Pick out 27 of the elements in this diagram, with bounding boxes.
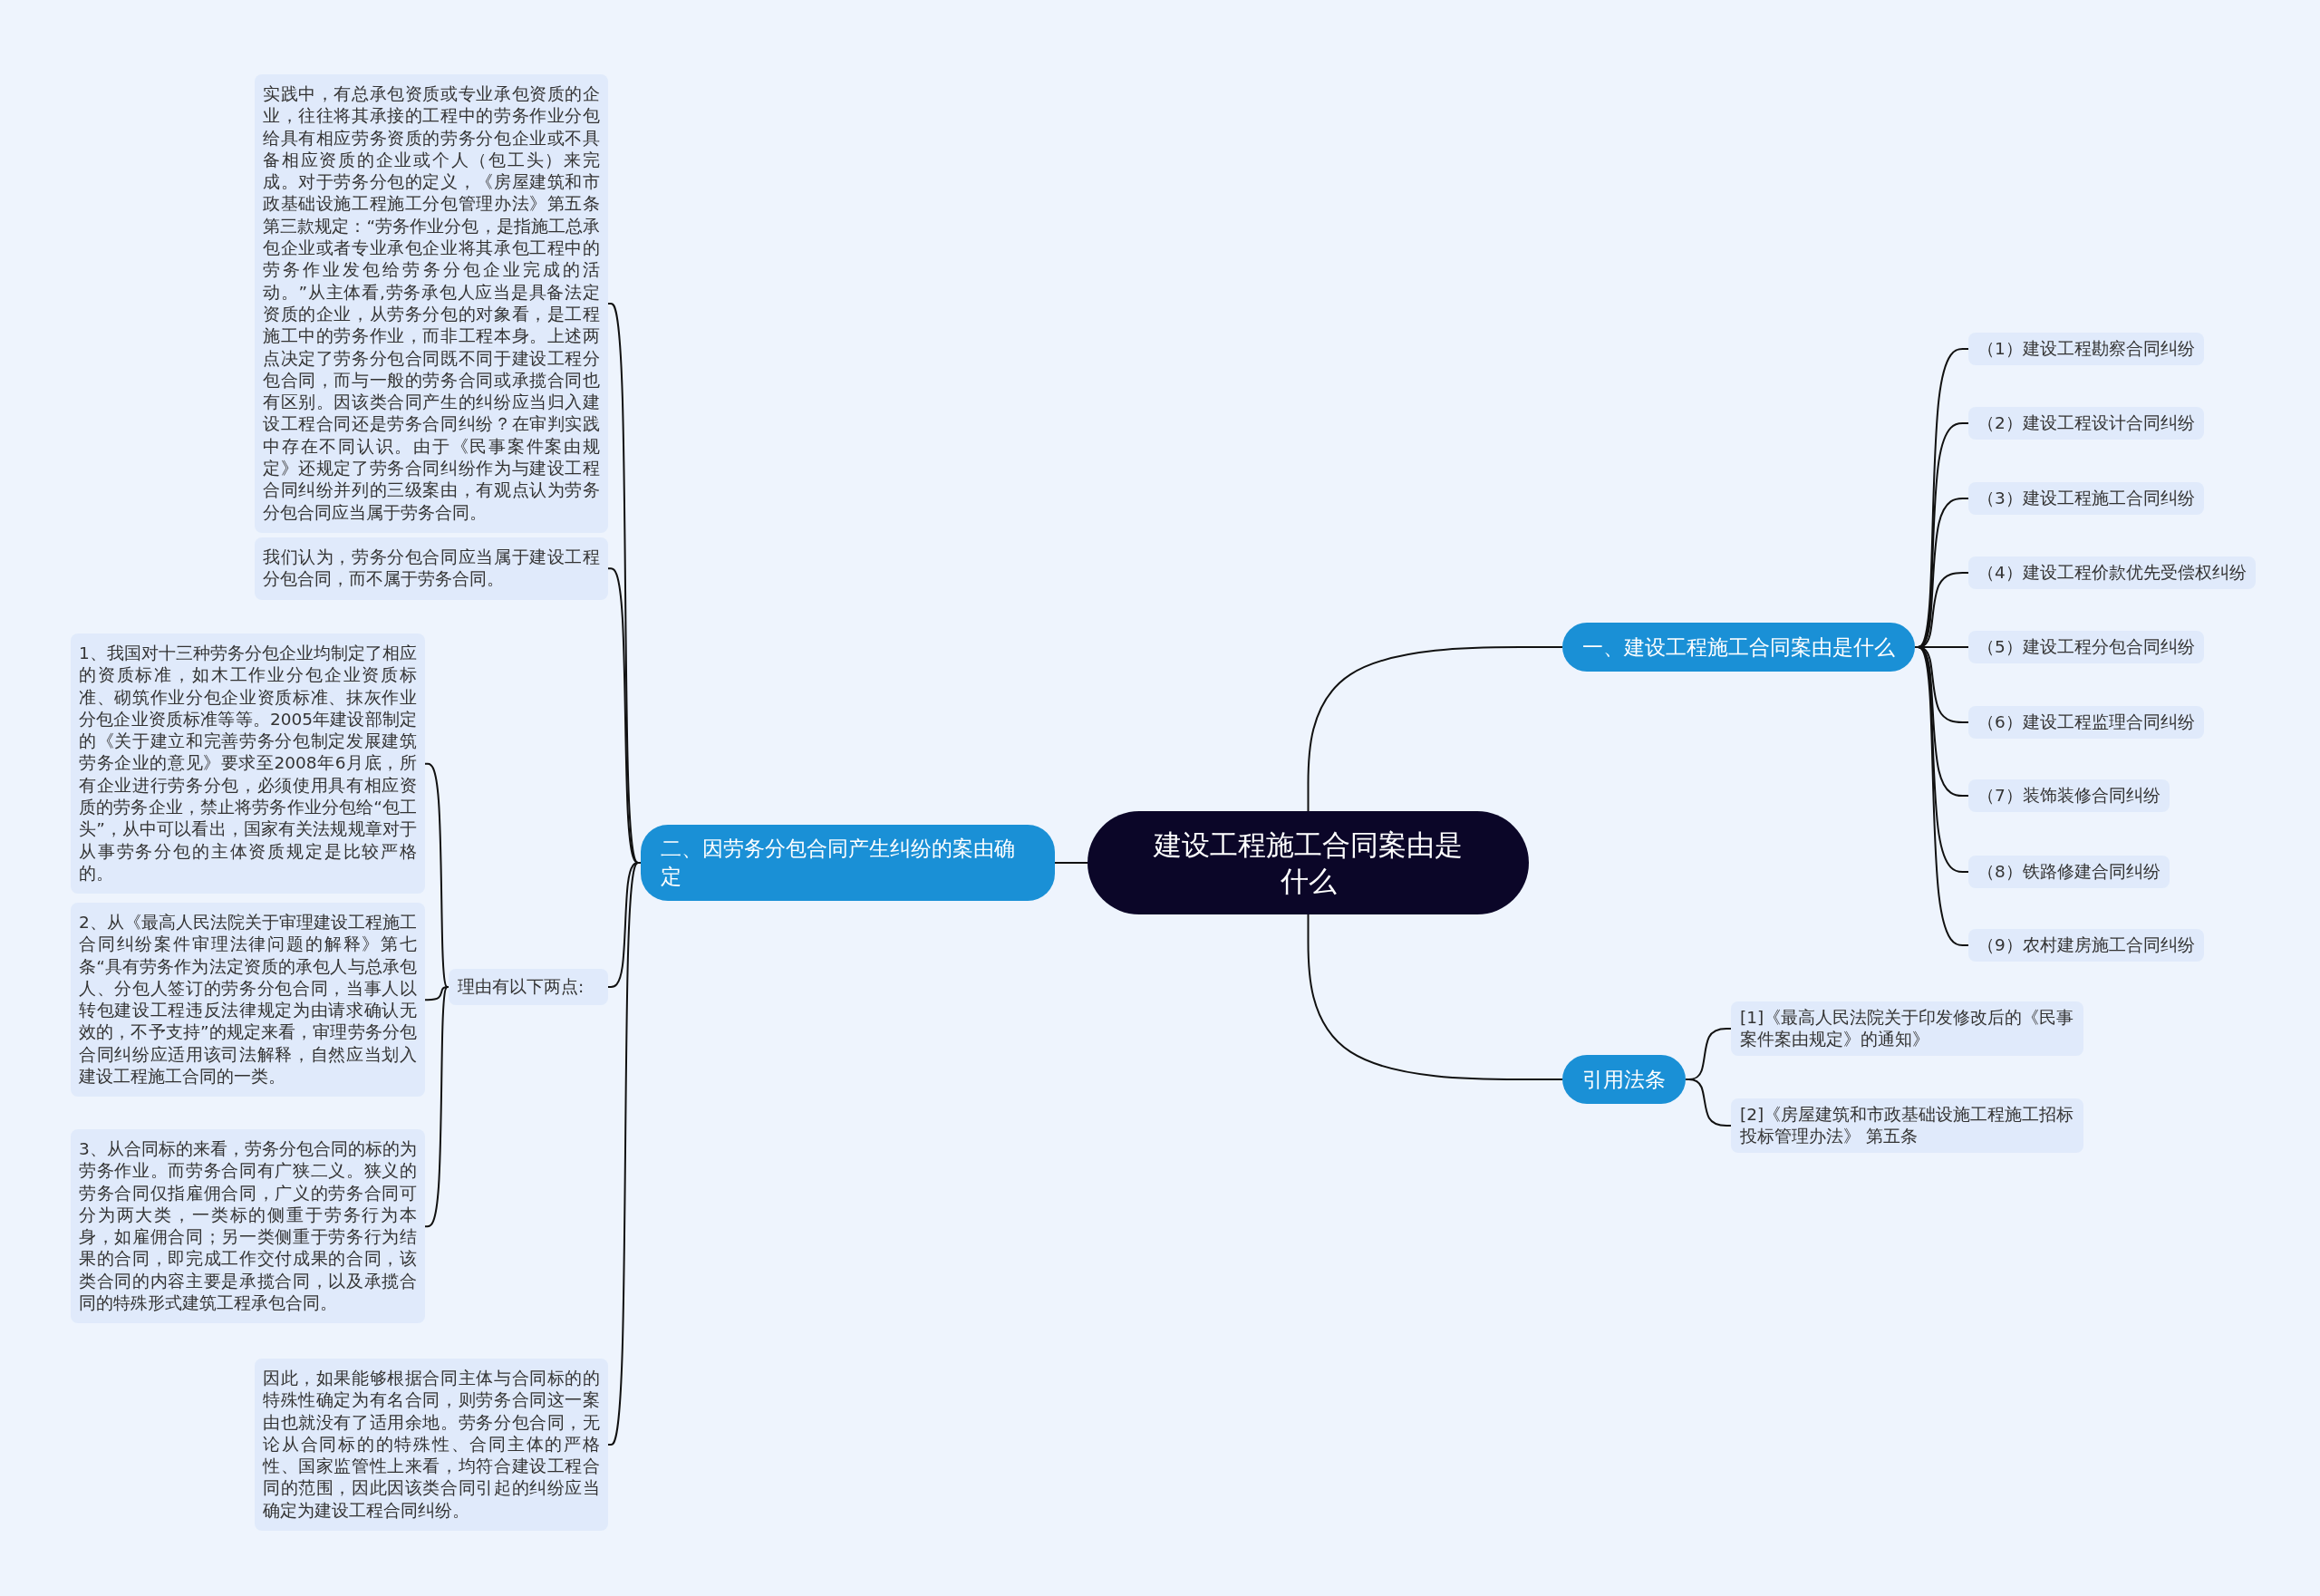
- branch-topic: 一、建设工程施工合同案由是什么: [1562, 623, 1915, 672]
- subtopic: [2]《房屋建筑和市政基础设施工程施工招标投标管理办法》 第五条: [1731, 1098, 2083, 1153]
- subtopic: （2）建设工程设计合同纠纷: [1968, 407, 2204, 440]
- subtopic: 理由有以下两点:: [449, 969, 608, 1005]
- subtopic: （6）建设工程监理合同纠纷: [1968, 706, 2204, 739]
- subtopic: （8）铁路修建合同纠纷: [1968, 856, 2170, 888]
- connector-line: [1307, 914, 1563, 1080]
- branch-topic: 引用法条: [1562, 1055, 1686, 1104]
- subtopic: （5）建设工程分包合同纠纷: [1968, 631, 2204, 663]
- subtopic: （3）建设工程施工合同纠纷: [1968, 482, 2204, 515]
- subtopic: （1）建设工程勘察合同纠纷: [1968, 333, 2204, 365]
- subtopic: （4）建设工程价款优先受偿权纠纷: [1968, 556, 2256, 589]
- branch-topic: 二、因劳务分包合同产生纠纷的案由确定: [641, 825, 1055, 901]
- note-card: 3、从合同标的来看，劳务分包合同的标的为劳务作业。而劳务合同有广狭二义。狭义的劳务合同仅指雇佣合同，广义的劳务合同可分为两大类，一类标的侧重于劳务行为本身，如雇佣合同；另一类侧重于劳务行为结果的合同，即完成工作交付成果的合同，该类合同的内容主要是承揽合同，以及承揽合同的特殊形式建筑工程承包合同。: [71, 1129, 425, 1324]
- note-card: 实践中，有总承包资质或专业承包资质的企业，往往将其承接的工程中的劳务作业分包给具有相应劳务资质的劳务分包企业或不具备相应资质的企业或个人（包工头）来完成。对于劳务分包的定义，《房屋建筑和市政基础设施工程施工分包管理办法》第五条第三款规定：“劳务作业分包，是指施工总承包企业或者专业承包企业将其承包工程中的劳务作业发包给劳务分包企业完成的活动。”从主体看,劳务承包人应当是具备法定资质的企业，从劳务分包的对象看，是工程施工中的劳务作业，而非工程本身。上述两点决定了劳务分包合同既不同于建设工程分包合同，而与一般的劳务合同或承揽合同也有区别。因该类合同产生的纠纷应当归入建设工程合同还是劳务合同纠纷？在审判实践中存在不同认识。由于《民事案件案由规定》还规定了劳务合同纠纷作为与建设工程合同纠纷并列的三级案由，有观点认为劳务分包合同应当属于劳务合同。: [255, 74, 608, 533]
- note-card: 1、我国对十三种劳务分包企业均制定了相应的资质标准，如木工作业分包企业资质标准、砌筑作业分包企业资质标准、抹灰作业分包企业资质标准等等。2005年建设部制定的《关于建立和完善劳务分包制定发展建筑劳务企业的意见》要求至2008年6月底，所有企业进行劳务分包，必须使用具有相应资质的劳务企业，禁止将劳务作业分包给“包工头”，从中可以看出，国家有关法规规章对于从事劳务分包的主体资质规定是比较严格的。: [71, 634, 425, 895]
- connector-line: [424, 986, 450, 1228]
- note-card: 2、从《最高人民法院关于审理建设工程施工合同纠纷案件审理法律问题的解释》第七条“具有劳务作为法定资质的承包人与总承包人、分包人签订的劳务分包合同，当事人以转包建设工程违反法律规定为由请求确认无效的，不予支持”的规定来看，审理劳务分包合同纠纷应适用该司法解释，自然应当划入建设工程施工合同的一类。: [71, 903, 425, 1098]
- connector-line: [1307, 646, 1563, 812]
- connector-line: [1054, 862, 1088, 864]
- connector-line: [424, 762, 450, 988]
- note-card: 我们认为，劳务分包合同应当属于建设工程分包合同，而不属于劳务合同。: [255, 537, 608, 600]
- note-card: 因此，如果能够根据合同主体与合同标的的特殊性确定为有名合同，则劳务合同这一案由也就没有了适用余地。劳务分包合同，无论从合同标的的特殊性、合同主体的严格性、国家监管性上来看，均符合建设工程合同的范围，因此因该类合同引起的纠纷应当确定为建设工程合同纠纷。: [255, 1359, 608, 1532]
- subtopic: [1]《最高人民法院关于印发修改后的《民事案件案由规定》的通知》: [1731, 1001, 2083, 1056]
- subtopic: （7）装饰装修合同纠纷: [1968, 779, 2170, 812]
- central-topic: 建设工程施工合同案由是什么: [1088, 811, 1529, 914]
- subtopic: （9）农村建房施工合同纠纷: [1968, 929, 2204, 962]
